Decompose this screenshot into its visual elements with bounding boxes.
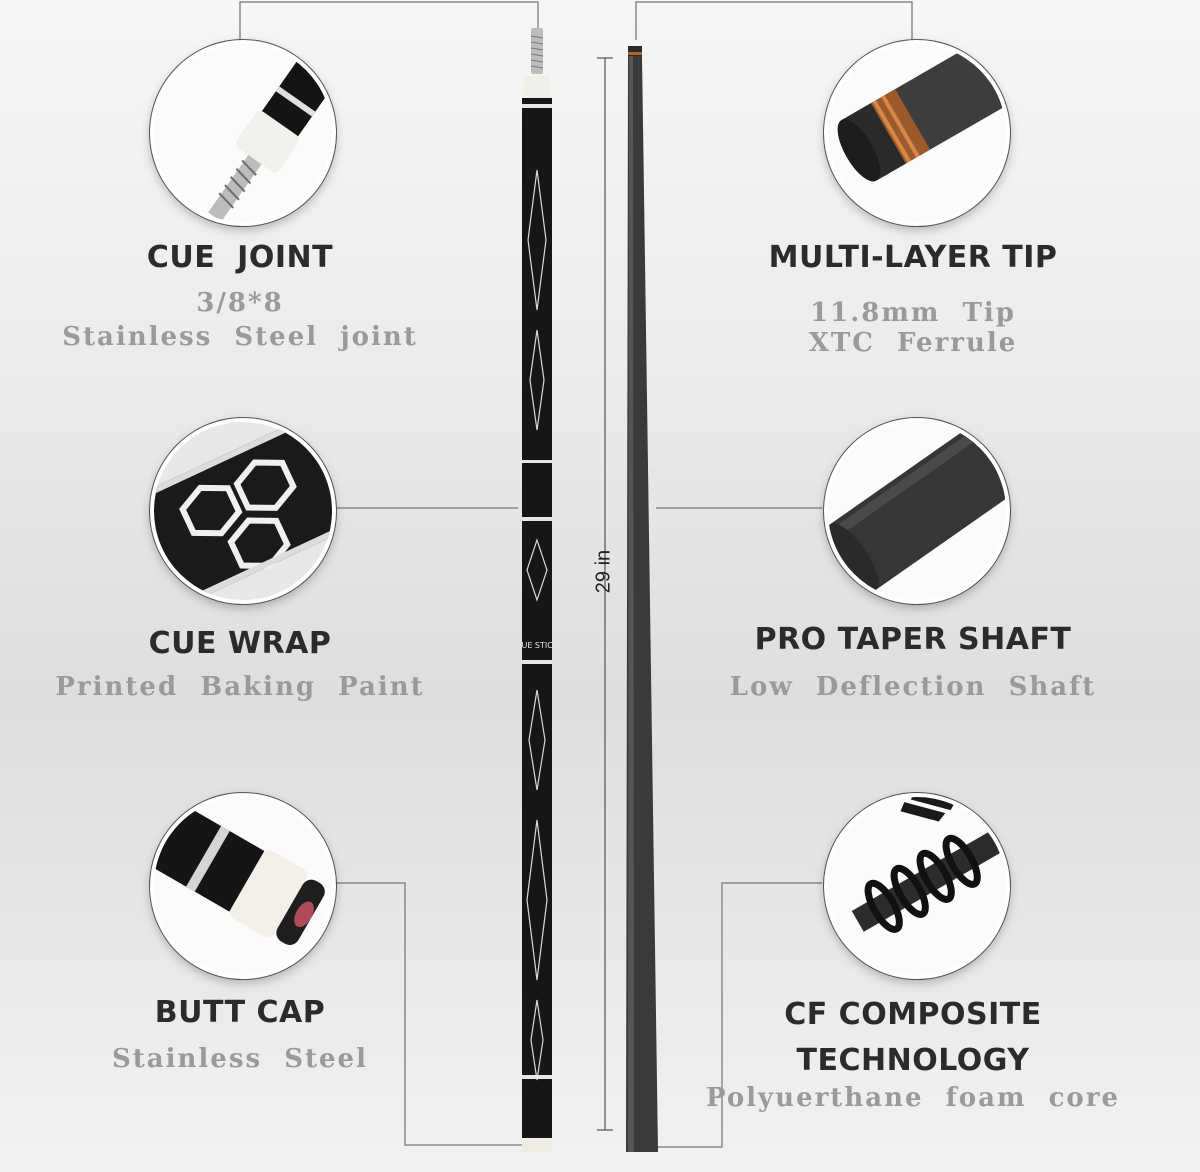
feature-title-shaft: PRO TAPER SHAFT bbox=[754, 622, 1072, 657]
feature-title-cf-composite-2: TECHNOLOGY bbox=[796, 1043, 1030, 1078]
cue-stick-label: CUE STICK bbox=[516, 641, 559, 650]
feature-title-butt-cap: BUTT CAP bbox=[154, 995, 326, 1030]
feature-line-tip-2: XTC Ferrule bbox=[808, 328, 1018, 358]
feature-title-cue-joint: CUE JOINT bbox=[146, 240, 334, 275]
feature-line-tip-1: 11.8mm Tip bbox=[810, 298, 1016, 328]
feature-line-butt-cap-1: Stainless Steel bbox=[112, 1044, 368, 1074]
length-label: 29 in bbox=[592, 549, 615, 594]
feature-title-cf-composite-1: CF COMPOSITE bbox=[784, 997, 1042, 1032]
feature-line-cue-joint-1: 3/8*8 bbox=[196, 288, 284, 318]
tip-icon bbox=[824, 40, 1010, 226]
feature-line-cue-wrap-1: Printed Baking Paint bbox=[55, 672, 425, 702]
feature-line-shaft-1: Low Deflection Shaft bbox=[729, 672, 1097, 702]
feature-title-tip: MULTI-LAYER TIP bbox=[768, 240, 1058, 275]
feature-title-cue-wrap: CUE WRAP bbox=[148, 626, 332, 661]
cue-joint-icon bbox=[150, 40, 336, 226]
feature-line-cue-joint-2: Stainless Steel joint bbox=[62, 322, 418, 352]
feature-line-cf-composite-1: Polyuerthane foam core bbox=[705, 1083, 1121, 1113]
butt-cap-icon bbox=[150, 793, 336, 979]
carbon-fiber-icon bbox=[824, 793, 1010, 979]
shaft-icon bbox=[824, 418, 1010, 604]
cue-wrap-icon bbox=[150, 418, 336, 604]
